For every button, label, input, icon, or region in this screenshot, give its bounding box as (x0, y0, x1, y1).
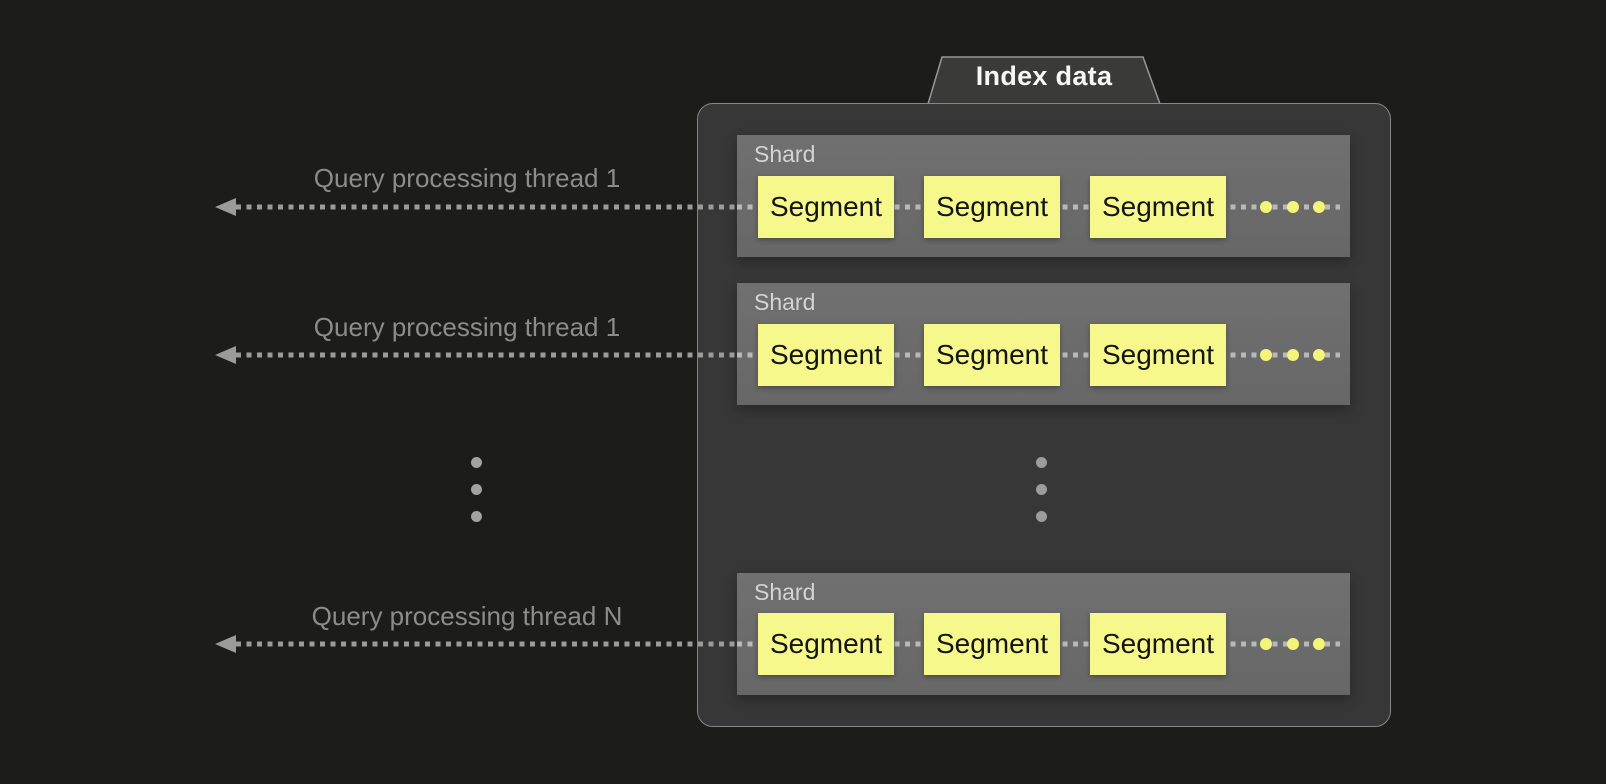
threads-ellipsis-dot (471, 457, 482, 468)
segment-box: Segment (1090, 176, 1226, 238)
query-thread-label-2: Query processing thread 1 (313, 312, 621, 342)
arrowhead-icon (215, 635, 236, 653)
tab-label: Index data (975, 61, 1113, 91)
segment-box: Segment (758, 324, 894, 386)
segment-box: Segment (924, 324, 1060, 386)
shards-ellipsis-dot (1036, 484, 1047, 495)
shard-label: Shard (754, 579, 816, 605)
threads-ellipsis-dot (471, 511, 482, 522)
shards-ellipsis-dot (1036, 457, 1047, 468)
segment-box: Segment (924, 613, 1060, 675)
shard-label: Shard (754, 289, 816, 315)
segment-box: Segment (758, 613, 894, 675)
arrowhead-icon (215, 346, 236, 364)
segment-box: Segment (1090, 613, 1226, 675)
segment-box: Segment (1090, 324, 1226, 386)
segment-box: Segment (758, 176, 894, 238)
arrowhead-icon (215, 198, 236, 216)
segment-box: Segment (924, 176, 1060, 238)
query-thread-label-1: Query processing thread 1 (313, 163, 621, 193)
query-thread-label-3: Query processing thread N (311, 601, 623, 631)
shards-ellipsis-dot (1036, 511, 1047, 522)
shard-label: Shard (754, 141, 816, 167)
index-data-tab: Index data (920, 55, 1168, 105)
threads-ellipsis-dot (471, 484, 482, 495)
